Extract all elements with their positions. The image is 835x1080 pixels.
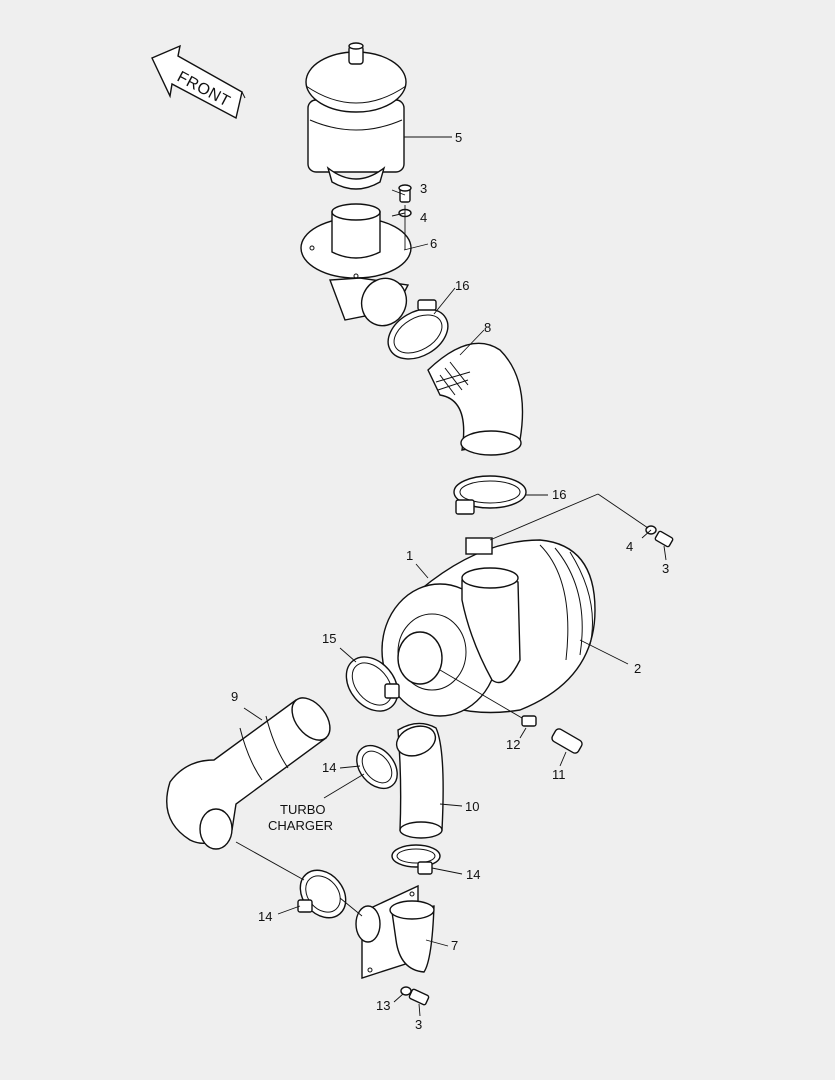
clamp-15 xyxy=(345,656,400,712)
callout-3: 3 xyxy=(662,561,669,576)
callout-4: 4 xyxy=(420,210,427,225)
callout-5: 5 xyxy=(455,130,462,145)
callout-14: 14 xyxy=(322,760,336,775)
part-8-elbow-hose xyxy=(427,342,524,456)
leader-lines xyxy=(235,136,667,1017)
clamp-14-b xyxy=(391,844,441,875)
front-direction-arrow: FRONT xyxy=(151,44,246,120)
sensor-11 xyxy=(551,728,583,754)
turbocharger-note: TURBO CHARGER xyxy=(268,802,333,833)
part-1-filter-housing xyxy=(381,537,596,717)
callout-7: 7 xyxy=(451,938,458,953)
part-7-flange-adapter xyxy=(355,884,435,979)
callout-labels: 5 3 4 6 16 8 16 4 3 1 2 15 9 12 11 14 10… xyxy=(231,130,669,1032)
callout-14: 14 xyxy=(258,909,272,924)
clamp-14-a xyxy=(356,744,398,790)
callout-16: 16 xyxy=(455,278,469,293)
part-9-hose xyxy=(166,697,331,850)
callout-16: 16 xyxy=(552,487,566,502)
callout-9: 9 xyxy=(231,689,238,704)
callout-11: 11 xyxy=(552,767,566,782)
clamp-14-c xyxy=(297,869,347,919)
callout-4: 4 xyxy=(626,539,633,554)
callout-13: 13 xyxy=(376,998,390,1013)
callout-14: 14 xyxy=(466,867,480,882)
clamp-16-upper xyxy=(387,299,449,360)
callout-3: 3 xyxy=(420,181,427,196)
bolt-3-right xyxy=(654,530,674,548)
callout-2: 2 xyxy=(634,661,641,676)
callout-3: 3 xyxy=(415,1017,422,1032)
part-10-elbow-tube xyxy=(395,722,444,839)
fitting-12 xyxy=(521,715,537,727)
callout-6: 6 xyxy=(430,236,437,251)
part-6-adapter xyxy=(300,203,412,327)
callout-15: 15 xyxy=(322,631,336,646)
callout-12: 12 xyxy=(506,737,520,752)
callout-10: 10 xyxy=(465,799,479,814)
callout-8: 8 xyxy=(484,320,491,335)
washer-13 xyxy=(400,986,412,996)
part-5-precleaner xyxy=(305,42,407,190)
clamp-16-lower xyxy=(453,475,527,515)
turbocharger-note-line2: CHARGER xyxy=(268,818,333,833)
bolt-3-bottom xyxy=(408,988,430,1006)
callout-1: 1 xyxy=(406,548,413,563)
turbocharger-note-line1: TURBO xyxy=(280,802,326,817)
